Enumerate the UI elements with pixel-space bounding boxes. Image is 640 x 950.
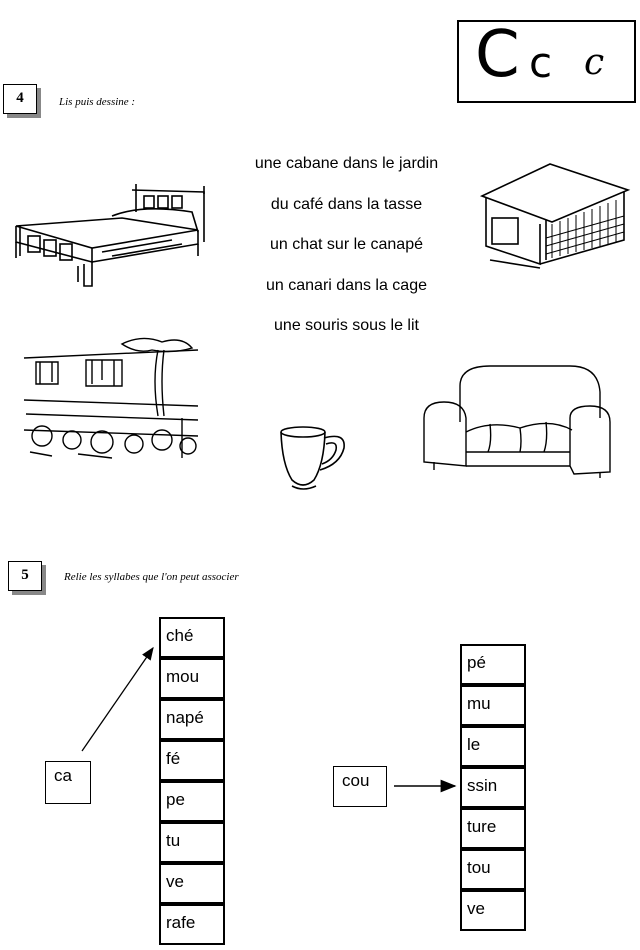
right-syllable-1[interactable]: pé [460,644,526,685]
right-syllable-2[interactable]: mu [460,685,526,726]
left-syllable-3[interactable]: napé [159,699,225,740]
cup-icon [280,426,345,490]
left-syllable-4[interactable]: fé [159,740,225,781]
letter-box: C c c [457,18,636,103]
exercise-5-instruction: Relie les syllabes que l'on peut associe… [64,571,239,583]
right-syllable-7[interactable]: ve [460,890,526,931]
cage-icon [479,163,631,269]
letter-uppercase: C [475,18,520,92]
letter-lowercase: c [529,38,553,87]
sentence-4: un canari dans la cage [266,277,427,294]
right-syllable-column: pé mu le ssin ture tou ve [460,644,526,931]
sentence-1: une cabane dans le jardin [254,155,439,172]
left-syllable-7[interactable]: ve [159,863,225,904]
right-syllable-4[interactable]: ssin [460,767,526,808]
left-syllable-2[interactable]: mou [159,658,225,699]
exercise-4-instruction: Lis puis dessine : [59,96,136,108]
exercise-5-number: 5 [8,561,42,591]
right-syllable-3[interactable]: le [460,726,526,767]
source-syllable-ca[interactable]: ca [45,761,91,804]
right-syllable-6[interactable]: tou [460,849,526,890]
left-syllable-8[interactable]: rafe [159,904,225,945]
sofa-icon [423,365,611,478]
sentence-5: une souris sous le lit [274,317,419,334]
garden-icon [23,337,199,459]
bed-icon [15,184,205,287]
exercise-4-number: 4 [3,84,37,114]
sentence-3: un chat sur le canapé [270,236,423,253]
sentence-2: du café dans la tasse [270,196,423,213]
right-syllable-5[interactable]: ture [460,808,526,849]
arrow-ca-to-che [81,646,154,752]
left-syllable-5[interactable]: pe [159,781,225,822]
left-syllable-1[interactable]: ché [159,617,225,658]
left-syllable-column: ché mou napé fé pe tu ve rafe [159,617,225,945]
left-syllable-6[interactable]: tu [159,822,225,863]
letter-cursive: c [584,42,605,83]
source-syllable-cou[interactable]: cou [333,766,387,807]
